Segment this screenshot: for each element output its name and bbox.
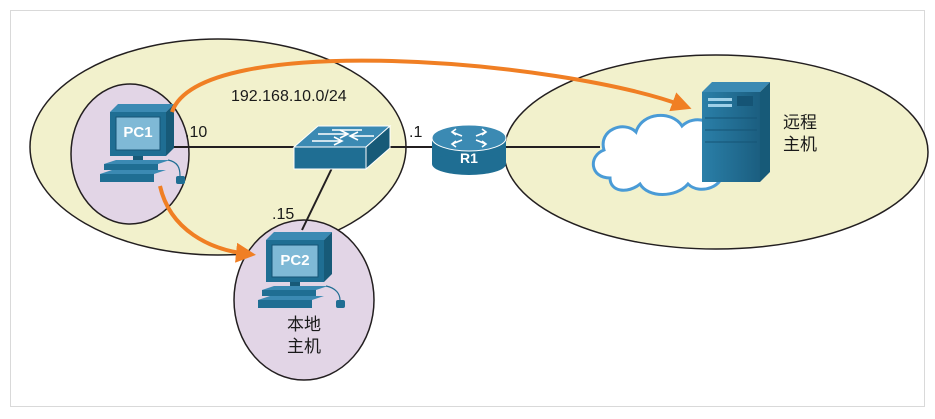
arrow-pc1-to-remote-host [170, 58, 692, 113]
pc1-computer-icon [100, 104, 185, 184]
router-address-suffix: .1 [409, 124, 423, 141]
local-host-label-line1: 本地 [287, 315, 321, 335]
network-address-label: 192.168.10.0/24 [231, 88, 347, 105]
router-name: R1 [460, 150, 478, 166]
remote-host-label-line1: 远程 [783, 113, 817, 133]
router-icon [431, 124, 507, 175]
pc1-name: PC1 [123, 124, 153, 141]
switch-icon [292, 124, 392, 171]
server-icon [702, 82, 770, 182]
local-host-label-line2: 主机 [287, 337, 321, 357]
pc2-address-suffix: .15 [272, 206, 295, 223]
local-host-label: 本地 主机 [274, 314, 334, 358]
remote-host-label-line2: 主机 [783, 135, 817, 155]
remote-host-label: 远程 主机 [775, 112, 825, 156]
arrow-pc1-to-pc2 [158, 185, 256, 263]
link-switch-pc2 [301, 167, 333, 231]
pc2-name: PC2 [280, 252, 310, 269]
pc2-computer-icon [258, 232, 345, 308]
pc1-address-suffix: .10 [185, 124, 208, 141]
